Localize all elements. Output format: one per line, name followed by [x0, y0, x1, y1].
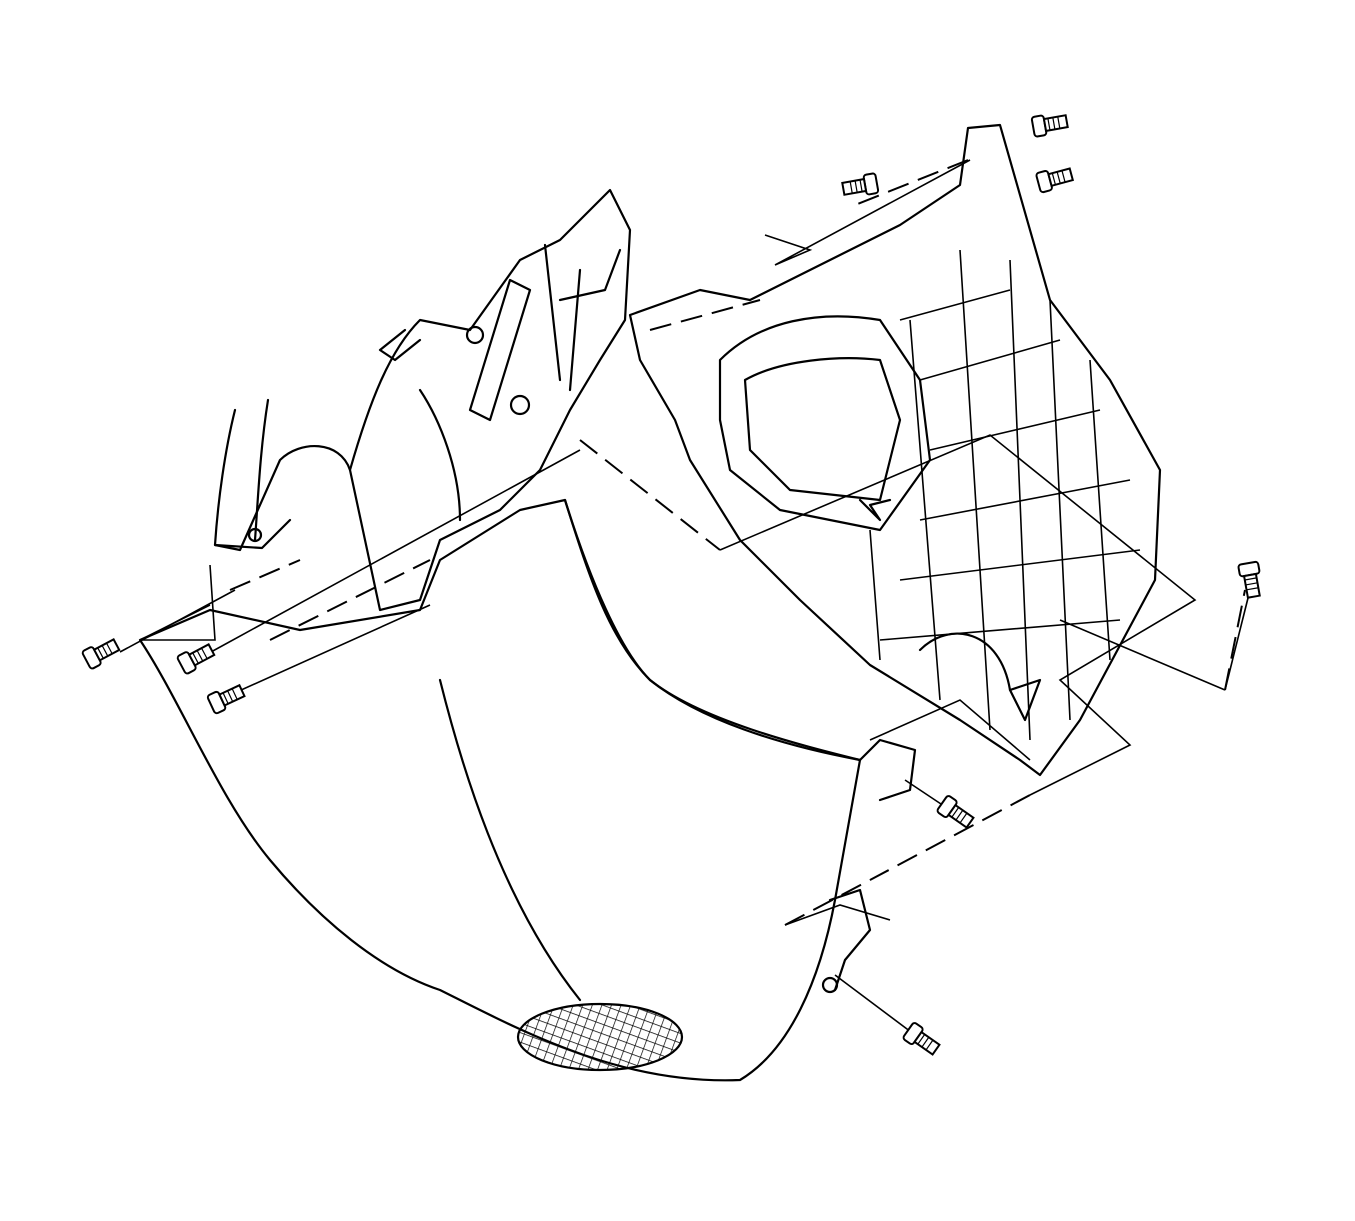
bolt-icon: [206, 683, 246, 715]
bolt-icon: [936, 795, 975, 829]
left-bracket: [213, 398, 352, 552]
bolt-icon: [1030, 114, 1069, 138]
bolt-icon: [1237, 560, 1261, 599]
bolt-icon: [841, 172, 880, 196]
bolt-icon: [176, 643, 216, 675]
bolt-icon: [81, 638, 121, 670]
speaker-grille: [516, 1002, 684, 1072]
center-support: [348, 188, 632, 612]
bolt-icon: [902, 1022, 941, 1056]
nut-icon: [247, 527, 263, 543]
right-grid-panel: [628, 123, 1162, 777]
grid-ribs: [869, 249, 1141, 741]
bolts: [81, 114, 1261, 1056]
lower-cover-panel: [138, 498, 917, 1082]
bolt-icon: [1035, 167, 1075, 194]
